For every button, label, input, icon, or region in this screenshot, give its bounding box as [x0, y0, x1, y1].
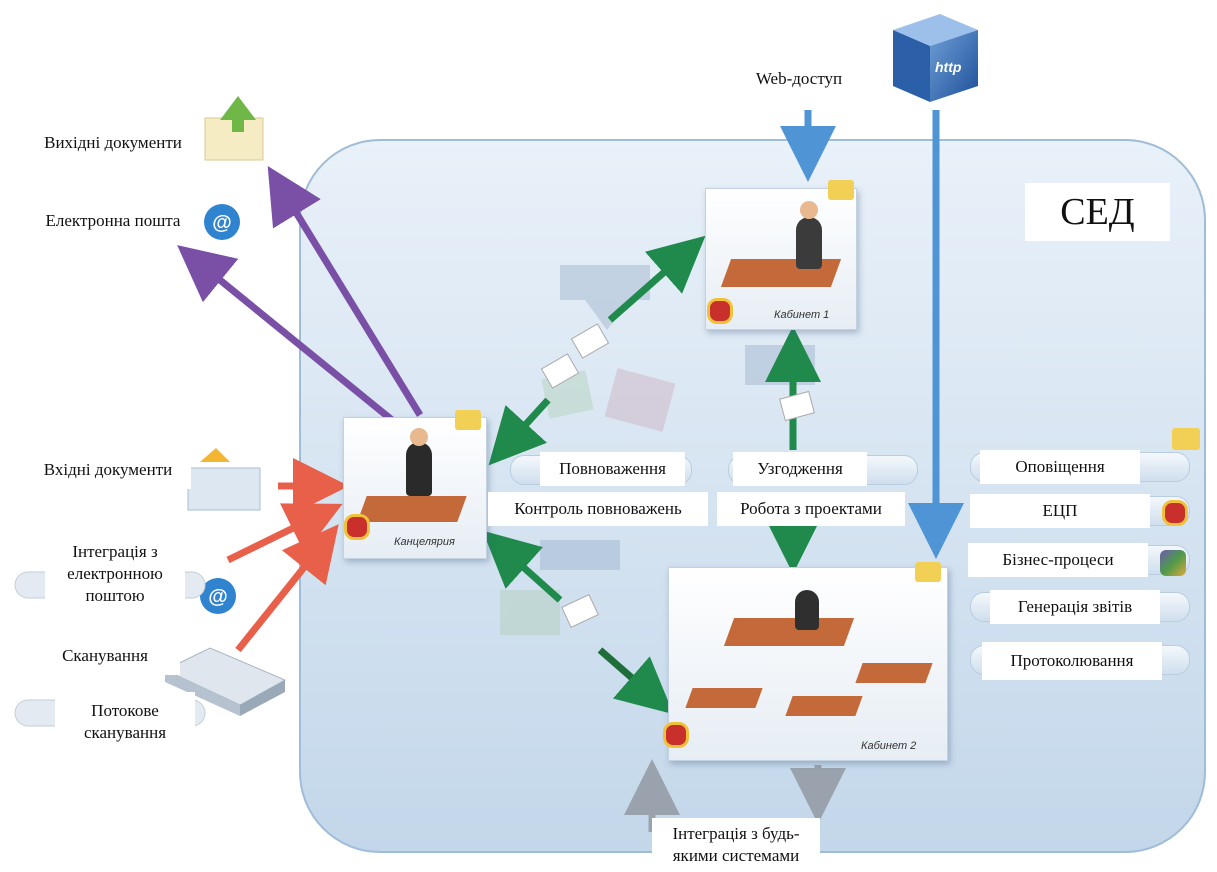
cabinet2-person — [795, 590, 819, 630]
office-desk — [357, 496, 467, 522]
sed-title: СЕД — [1025, 183, 1170, 241]
http-cube-icon: http — [893, 14, 978, 102]
office-person — [406, 442, 432, 496]
cabinet1-person — [796, 217, 822, 269]
report-generation-label: Генерація звітів — [990, 590, 1160, 624]
digital-signature-label: ЕЦП — [970, 494, 1150, 528]
folder-icon — [828, 180, 854, 200]
email-icon: @ — [204, 204, 240, 240]
arrow-office-cabinet1-a — [488, 397, 551, 466]
arrow-office-cabinet2-b — [597, 647, 674, 715]
cabinet2-desk-b — [785, 696, 863, 716]
incoming-docs-icon — [187, 448, 261, 511]
outgoing-docs-icon — [204, 96, 264, 161]
stream-scanning-label: Потокове сканування — [55, 692, 195, 752]
project-work-label: Робота з проектами — [717, 492, 905, 526]
cabinet2-desk-c — [855, 663, 933, 683]
email-label: Електронна пошта — [25, 202, 201, 240]
people-icon — [1160, 550, 1186, 576]
arrow-to-outgoing-docs — [267, 166, 423, 417]
web-access-label: Web-доступ — [705, 58, 893, 100]
office-caption: Канцелярия — [394, 536, 455, 548]
arrow-to-email — [177, 245, 395, 423]
arrow-office-cabinet1-b — [607, 235, 706, 323]
cabinet2-node: Кабинет 2 — [668, 567, 948, 761]
cabinet1-person-head — [800, 201, 818, 219]
cabinet1-caption: Кабинет 1 — [774, 309, 830, 321]
authority-label: Повноваження — [540, 452, 685, 486]
svg-text:@: @ — [212, 212, 232, 234]
seal-icon — [663, 722, 689, 748]
scanning-label: Сканування — [30, 637, 180, 675]
svg-text:http: http — [935, 59, 962, 75]
incoming-docs-label: Вхідні документи — [25, 451, 191, 489]
approval-label: Узгодження — [733, 452, 867, 486]
svg-text:@: @ — [208, 586, 228, 608]
cabinet1-desk — [720, 259, 842, 287]
folder-icon — [1172, 428, 1200, 450]
arrow-office-cabinet2-a — [482, 530, 563, 603]
cabinet2-desk-a — [685, 688, 763, 708]
outgoing-docs-label: Вихідні документи — [25, 124, 201, 162]
document-icons — [540, 323, 815, 628]
seal-icon — [707, 298, 733, 324]
notifications-label: Оповіщення — [980, 450, 1140, 484]
folder-icon — [455, 410, 481, 430]
cabinet2-caption: Кабинет 2 — [861, 740, 917, 752]
logging-label: Протоколювання — [982, 642, 1162, 680]
arrow-from-email-integration — [226, 503, 343, 564]
cabinet2-desk-main — [723, 618, 855, 646]
arrow-from-scanner — [235, 524, 339, 653]
business-processes-label: Бізнес-процеси — [968, 543, 1148, 577]
folder-icon — [915, 562, 941, 582]
email-integration-label: Інтеграція з електронною поштою — [45, 532, 185, 616]
any-system-integration-label: Інтеграція з будь- якими системами — [652, 818, 820, 872]
authority-control-label: Контроль повноважень — [488, 492, 708, 526]
seal-icon — [344, 514, 370, 540]
seal-icon — [1162, 500, 1188, 526]
office-person-head — [410, 428, 428, 446]
scanner-icon — [163, 647, 287, 716]
email-integration-icon: @ — [200, 578, 236, 614]
